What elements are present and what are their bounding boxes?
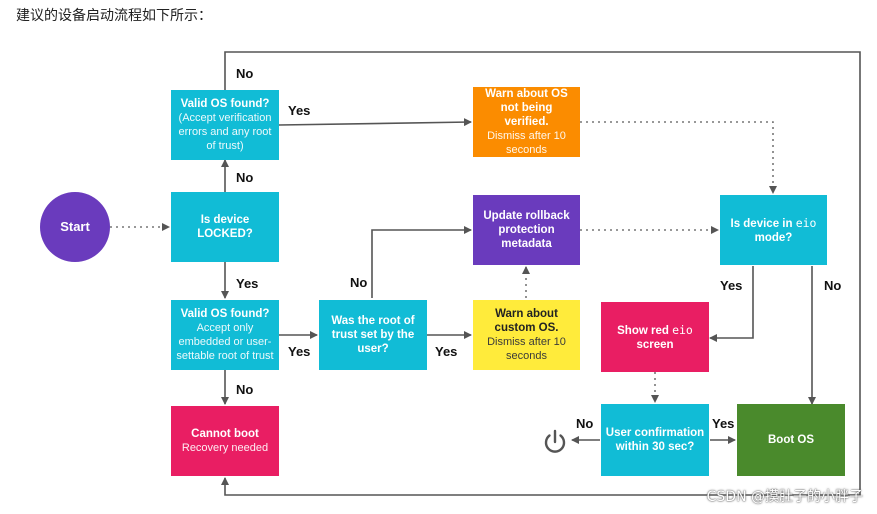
device-locked-node: Is device LOCKED? bbox=[171, 192, 279, 262]
root-of-trust-text: Was the root of trust set by the user? bbox=[331, 315, 415, 355]
valid-os-locked-sub: Accept only embedded or user-settable ro… bbox=[176, 322, 274, 362]
cannot-boot-node: Cannot boot Recovery needed bbox=[171, 406, 279, 476]
show-red-post: screen bbox=[636, 338, 674, 351]
warn-custom-sub: Dismiss after 10 seconds bbox=[487, 336, 566, 362]
label-yes-root: Yes bbox=[435, 344, 458, 359]
label-yes-locked: Yes bbox=[236, 276, 259, 291]
warn-custom-title: Warn about custom OS. bbox=[494, 308, 559, 334]
show-red-text: Show red eio screen bbox=[605, 323, 705, 352]
valid-os-unlocked-sub: (Accept verification errors and any root… bbox=[178, 112, 272, 152]
boot-os-text: Boot OS bbox=[768, 434, 814, 446]
label-no-eio: No bbox=[824, 278, 842, 293]
root-of-trust-node: Was the root of trust set by the user? bbox=[319, 300, 427, 370]
warn-unverified-sub: Dismiss after 10 seconds bbox=[487, 130, 566, 156]
start-node: Start bbox=[40, 192, 110, 262]
warn-unverified-node: Warn about OS not being verified. Dismis… bbox=[473, 87, 580, 157]
valid-os-locked-title: Valid OS found? bbox=[180, 308, 270, 320]
label-yes-eio: Yes bbox=[720, 278, 743, 293]
page-caption: 建议的设备启动流程如下所示： bbox=[16, 8, 212, 24]
cannot-boot-title: Cannot boot bbox=[191, 428, 259, 440]
valid-os-unlocked-node: Valid OS found? (Accept verification err… bbox=[171, 90, 279, 160]
update-rollback-text: Update rollback protection metadata bbox=[483, 210, 570, 250]
eio-mode-pre: Is device in bbox=[730, 217, 796, 230]
warn-unverified-title: Warn about OS not being verified. bbox=[485, 88, 568, 128]
eio-mode-code: eio bbox=[795, 215, 817, 230]
valid-os-locked-node: Valid OS found? Accept only embedded or … bbox=[171, 300, 279, 370]
device-locked-text: Is device LOCKED? bbox=[197, 214, 253, 240]
eio-mode-text: Is device in eio mode? bbox=[724, 216, 823, 245]
label-yes-valid-locked: Yes bbox=[288, 344, 311, 359]
start-label: Start bbox=[60, 219, 90, 234]
user-confirm-node: User confirmation within 30 sec? bbox=[601, 404, 709, 476]
edge-warn-eio bbox=[580, 121, 777, 194]
show-red-node: Show red eio screen bbox=[601, 302, 709, 372]
show-red-pre: Show red bbox=[617, 324, 673, 337]
watermark: CSDN @摸肚子的小胖子 bbox=[706, 489, 863, 505]
label-yes-confirm: Yes bbox=[712, 416, 735, 431]
label-no-root: No bbox=[350, 275, 368, 290]
label-no-valid-locked: No bbox=[236, 382, 254, 397]
label-yes-valid-unlocked: Yes bbox=[288, 103, 311, 118]
edge-no-loop-top bbox=[221, 51, 861, 496]
label-no-confirm: No bbox=[576, 416, 594, 431]
boot-os-node: Boot OS bbox=[737, 404, 845, 476]
edge-eio-yes bbox=[709, 266, 754, 342]
label-no-locked: No bbox=[236, 170, 254, 185]
warn-custom-node: Warn about custom OS. Dismiss after 10 s… bbox=[473, 300, 580, 370]
eio-mode-post: mode? bbox=[754, 231, 793, 244]
valid-os-unlocked-title: Valid OS found? bbox=[180, 98, 270, 110]
label-no-top: No bbox=[236, 66, 254, 81]
show-red-code: eio bbox=[672, 322, 693, 337]
power-icon bbox=[544, 429, 566, 453]
update-rollback-node: Update rollback protection metadata bbox=[473, 195, 580, 265]
eio-mode-node: Is device in eio mode? bbox=[720, 195, 827, 265]
cannot-boot-sub: Recovery needed bbox=[181, 442, 269, 454]
edge-root-no bbox=[371, 226, 472, 298]
edge-valid-unlocked-yes bbox=[278, 118, 472, 127]
user-confirm-text: User confirmation within 30 sec? bbox=[605, 427, 705, 453]
